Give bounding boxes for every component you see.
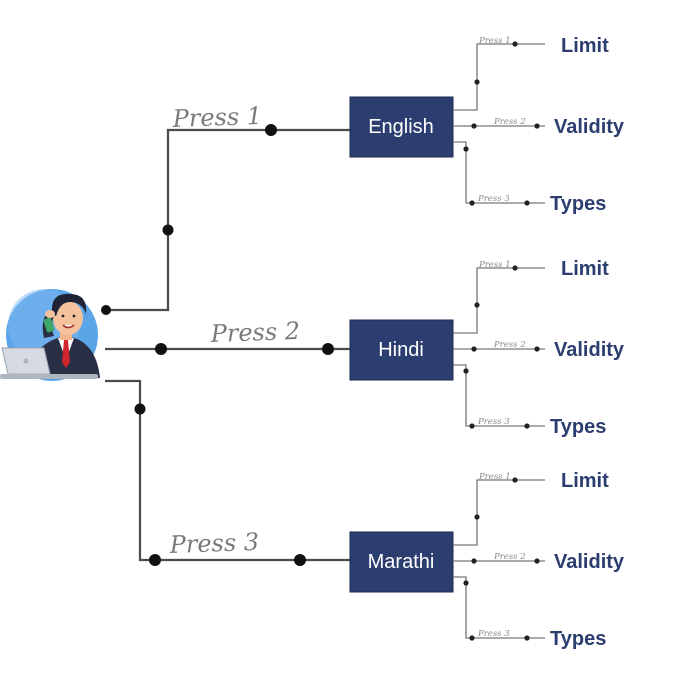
press-label-english: Press 1 [171,102,262,133]
sub-press-label: Press 1 [478,36,511,46]
option-validity-marathi[interactable]: Validity [554,551,625,573]
option-types-marathi[interactable]: Types [550,628,606,650]
connector-english [105,128,352,312]
connector-dot [101,305,111,315]
press-label-marathi: Press 3 [168,528,259,559]
connector-dot [155,343,167,355]
sub-press-label: Press 1 [478,260,511,270]
connector-marathi [105,379,352,562]
option-validity-hindi[interactable]: Validity [554,339,625,361]
sub-press-label: Press 2 [493,340,526,350]
connector-dot [265,124,277,136]
press-label-hindi: Press 2 [209,317,300,348]
option-types-hindi[interactable]: Types [550,416,606,438]
sub-press-label: Press 2 [493,117,526,127]
sub-press-label: Press 1 [478,472,511,482]
language-box-hindi[interactable] [349,319,454,381]
connector-dot [162,224,174,236]
language-label-english: English [368,116,434,138]
option-types-english[interactable]: Types [550,193,606,215]
connector-dot [294,554,306,566]
connector-dot [322,343,334,355]
branch-marathi: Marathi Press 1 Press 2 Press 3 Limit Va… [349,470,625,650]
option-limit-hindi[interactable]: Limit [561,258,609,280]
option-validity-english[interactable]: Validity [554,116,625,138]
language-box-english[interactable] [349,96,454,158]
option-limit-marathi[interactable]: Limit [561,470,609,492]
main-connectors [101,124,352,566]
language-label-marathi: Marathi [368,551,435,573]
option-limit-english[interactable]: Limit [561,35,609,57]
caller-with-phone-and-laptop-icon [0,289,100,381]
sub-press-label: Press 3 [477,194,510,204]
language-label-hindi: Hindi [378,339,424,361]
connector-dot [149,554,161,566]
branch-english: English Press 1 Press 2 Press 3 Limit Va… [349,35,625,215]
sub-press-label: Press 2 [493,552,526,562]
language-box-marathi[interactable] [349,531,454,593]
connector-dot [134,403,146,415]
branch-hindi: Hindi Press 1 Press 2 Press 3 Limit Vali… [349,258,625,438]
sub-press-label: Press 3 [477,417,510,427]
sub-press-label: Press 3 [477,629,510,639]
